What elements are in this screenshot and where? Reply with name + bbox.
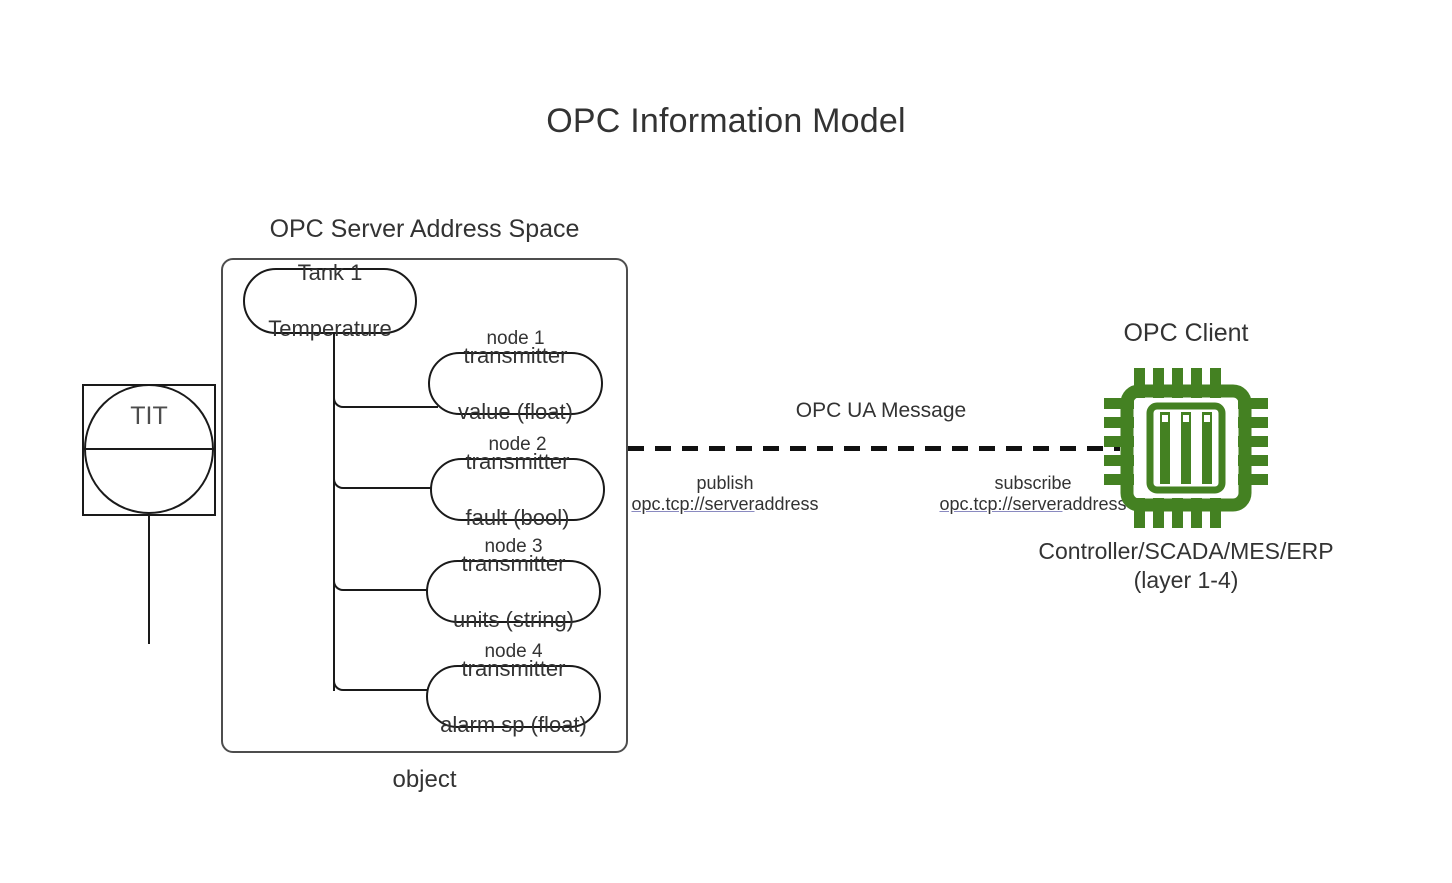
node-tank-1-temperature[interactable]: Tank 1 Temperature (243, 260, 417, 341)
node-2-line1: transmitter (465, 448, 570, 474)
tree-branch-node-4 (333, 666, 438, 691)
node-2-tag: node 2 (488, 434, 547, 455)
instrument-divider (82, 448, 216, 450)
server-address-space-container (221, 258, 628, 753)
tree-branch-node-2 (333, 464, 438, 489)
microchip-icon (1104, 368, 1268, 528)
server-address-space-heading: OPC Server Address Space (269, 215, 580, 243)
node-4-line1: transmitter (461, 655, 566, 681)
object-caption: object (392, 766, 457, 793)
node-root-line1: Tank 1 (297, 260, 363, 285)
opc-client-subtitle: Controller/SCADA/MES/ERP (layer 1-4) (1006, 537, 1366, 595)
opc-client-subtitle-line2: (layer 1-4) (1133, 567, 1239, 593)
node-root-line2: Temperature (268, 316, 392, 341)
node-1-line1: transmitter (463, 342, 568, 368)
node-1-tag: node 1 (486, 328, 545, 349)
page-title: OPC Information Model (546, 102, 906, 140)
tree-branch-node-1 (333, 383, 438, 408)
node-2-capsule[interactable]: transmitter fault (bool) (430, 449, 605, 530)
opc-client-heading: OPC Client (1123, 319, 1249, 347)
node-1-line2: value (float) (458, 398, 573, 424)
opc-ua-message-line (628, 446, 1120, 451)
node-4-capsule[interactable]: transmitter alarm sp (float) (426, 656, 601, 737)
opc-ua-message-label: OPC UA Message (795, 399, 967, 422)
publish-label-group: publish opc.tcp://serveraddress (605, 473, 845, 515)
publish-endpoint: opc.tcp://serveraddress (605, 494, 845, 515)
publish-action-label: publish (696, 473, 754, 493)
node-3-line1: transmitter (461, 550, 566, 576)
subscribe-endpoint-link[interactable]: opc.tcp://server (939, 494, 1063, 514)
node-4-line2: alarm sp (float) (440, 711, 587, 737)
tree-trunk (333, 333, 335, 691)
instrument-tag: TIT (130, 402, 168, 430)
node-3-capsule[interactable]: transmitter units (string) (426, 551, 601, 632)
node-3-tag: node 3 (484, 536, 543, 557)
subscribe-endpoint-rest: address (1062, 494, 1127, 514)
node-3-line2: units (string) (452, 606, 575, 632)
node-4-tag: node 4 (484, 641, 543, 662)
subscribe-label-group: subscribe opc.tcp://serveraddress (913, 473, 1153, 515)
subscribe-endpoint: opc.tcp://serveraddress (913, 494, 1153, 515)
publish-endpoint-link[interactable]: opc.tcp://server (631, 494, 755, 514)
publish-endpoint-rest: address (754, 494, 819, 514)
tree-branch-node-3 (333, 566, 438, 591)
instrument-bubble-icon: TIT (82, 384, 216, 516)
instrument-stem (148, 514, 150, 644)
node-1-capsule[interactable]: transmitter value (float) (428, 343, 603, 424)
subscribe-action-label: subscribe (994, 473, 1072, 493)
opc-client-subtitle-line1: Controller/SCADA/MES/ERP (1038, 538, 1334, 564)
node-2-line2: fault (bool) (465, 504, 570, 530)
